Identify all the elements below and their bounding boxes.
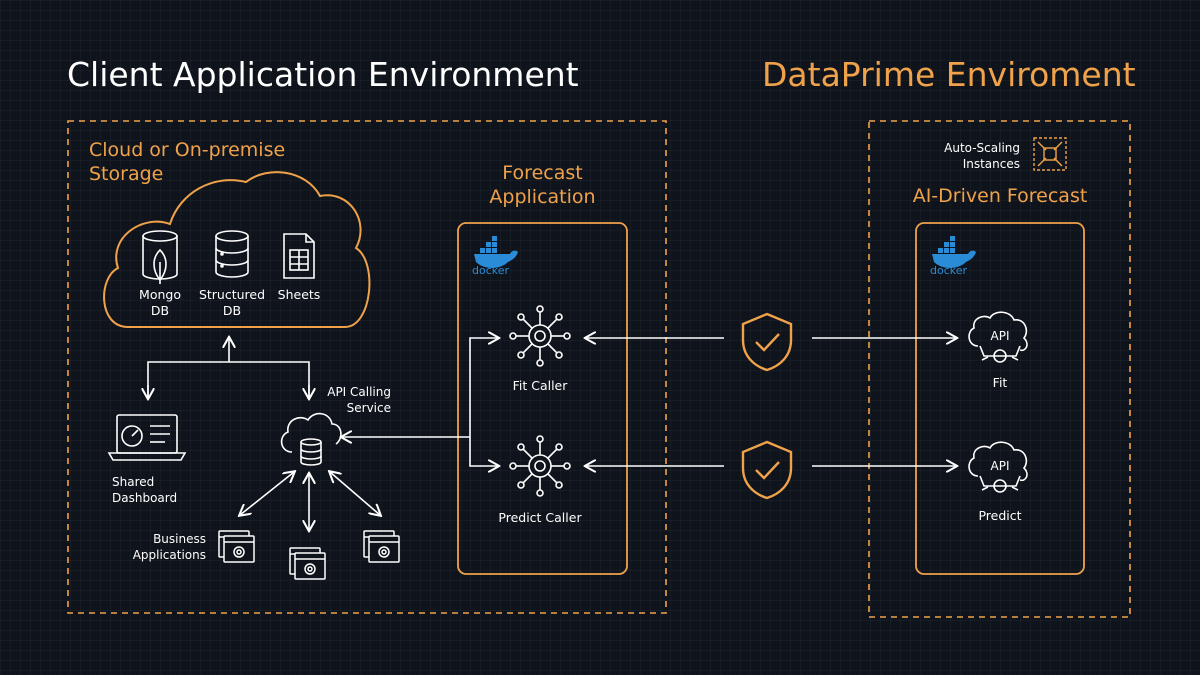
predict-caller-label: Predict Caller <box>498 510 582 525</box>
docker-label: docker <box>930 264 968 277</box>
fit-label: Fit <box>992 375 1008 390</box>
spreadsheet-icon <box>283 233 315 279</box>
docker-whale-icon <box>474 236 518 268</box>
auto-scaling-label: Auto-Scaling Instances <box>944 141 1020 171</box>
api-calling-service-label: API Calling Service <box>327 385 391 415</box>
forecast-application-box <box>457 222 628 575</box>
predict-api-gear-icon <box>968 441 1028 493</box>
business-app-icon <box>363 530 400 563</box>
storage-heading: Cloud or On-premise Storage <box>89 139 286 185</box>
structured-db-label: Structured DB <box>198 287 266 318</box>
ai-forecast-box <box>915 222 1085 575</box>
database-icon <box>215 230 249 278</box>
business-applications-label: Business Applications <box>132 532 206 562</box>
fit-caller-hub-icon <box>509 305 571 367</box>
security-shield-icon <box>741 312 793 372</box>
client-environment-title: Client Application Environment <box>67 55 579 94</box>
fit-caller-label: Fit Caller <box>512 378 568 393</box>
mongodb-label: Mongo DB <box>139 287 181 318</box>
laptop-dashboard-icon <box>107 414 187 461</box>
forecast-application-heading: Forecast Application <box>489 162 596 208</box>
sheets-label: Sheets <box>277 287 321 302</box>
fit-api-gear-icon <box>968 311 1028 363</box>
docker-whale-icon <box>932 236 976 268</box>
security-shield-icon <box>741 440 793 500</box>
business-app-icon <box>218 530 255 563</box>
predict-label: Predict <box>978 508 1022 523</box>
fit-api-badge: API <box>991 329 1010 343</box>
ai-driven-forecast-heading: AI-Driven Forecast <box>912 185 1088 207</box>
dataprime-environment-boundary <box>868 120 1131 618</box>
auto-scaling-icon <box>1033 137 1067 171</box>
predict-api-badge: API <box>991 459 1010 473</box>
shared-dashboard-label: Shared Dashboard <box>112 475 178 505</box>
dataprime-environment-title: DataPrime Enviroment <box>762 55 1136 94</box>
mongodb-icon <box>142 230 178 284</box>
docker-label: docker <box>472 264 510 277</box>
cloud-database-icon <box>280 412 342 466</box>
business-app-icon <box>289 547 326 580</box>
storage-cloud-shape <box>103 171 371 328</box>
predict-caller-hub-icon <box>509 435 571 497</box>
client-environment-boundary <box>67 120 667 614</box>
